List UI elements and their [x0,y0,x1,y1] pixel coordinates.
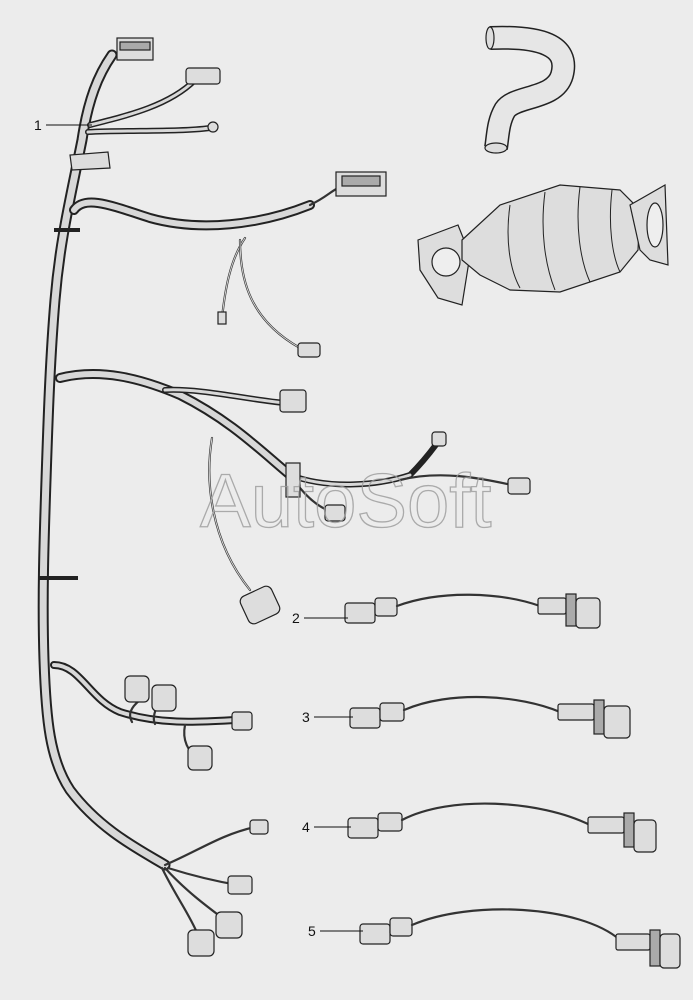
callout-label: 1 [34,117,42,133]
watermark: AutoSoft [200,459,492,544]
callout-5: 5 [308,923,363,939]
callout-2: 2 [292,610,348,626]
bent-hose [484,25,576,154]
connector [297,342,321,358]
oxygen-sensor-3 [349,695,631,739]
ring-terminal [207,121,219,133]
cable-tie [38,576,78,580]
wiring-harness [37,37,531,957]
connector [431,431,447,447]
terminal [217,311,227,325]
callout-label: 5 [308,923,316,939]
connector [124,675,150,703]
callout-label: 2 [292,610,300,626]
cable-tie [54,228,80,232]
connector [507,477,531,495]
callout-1: 1 [34,117,92,133]
oxygen-sensor-5 [359,908,681,969]
callout-label: 3 [302,709,310,725]
connector [324,504,346,522]
mounting-bracket [69,151,111,171]
connector [239,585,281,625]
connector [279,389,307,413]
connector [187,745,213,771]
connector [215,911,243,939]
callout-4: 4 [302,819,351,835]
callout-3: 3 [302,709,353,725]
catalytic-converter [417,183,669,306]
oxygen-sensor-2 [344,593,601,629]
callout-label: 4 [302,819,310,835]
harness-trunk [37,49,171,871]
mounting-bracket [285,462,301,498]
connector [249,819,269,835]
connector [187,929,215,957]
oxygen-sensor-4 [347,802,657,853]
connector [185,67,221,85]
connector [151,684,177,712]
connector [231,711,253,731]
connector [227,875,253,895]
